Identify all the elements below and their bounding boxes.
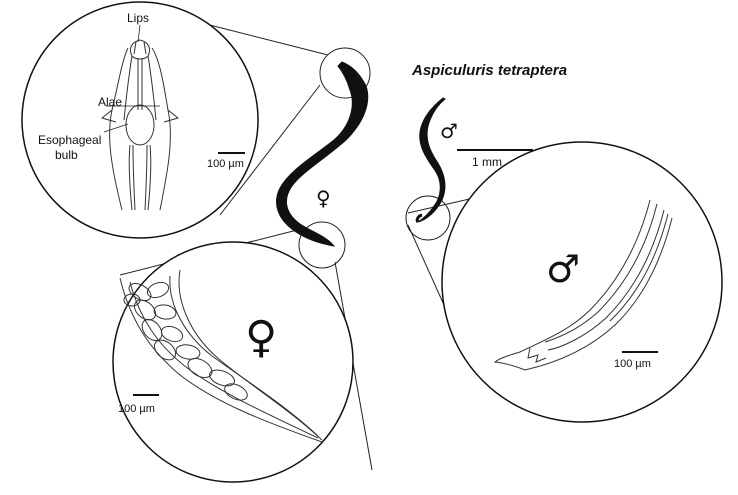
label-bulb: bulb	[55, 148, 78, 162]
label-lips: Lips	[127, 11, 149, 25]
species-title: Aspiculuris tetraptera	[411, 62, 567, 79]
female-symbol-small: ♀	[316, 186, 331, 210]
head-magnification: Lips Alae Esophageal bulb 100 µm	[22, 2, 258, 238]
label-esophageal: Esophageal	[38, 133, 101, 147]
female-tail-magnification: 100 µm ♀	[113, 242, 353, 482]
male-tail-magnification: ♂ 100 µm	[442, 142, 722, 422]
male-scale-bar-label: 100 µm	[614, 358, 651, 370]
male-worm	[418, 98, 445, 222]
male-symbol-small: ♂	[440, 119, 458, 143]
label-alae: Alae	[98, 95, 122, 109]
scale-bar-1mm-label: 1 mm	[472, 155, 502, 169]
male-symbol-large: ♂	[546, 247, 580, 291]
female-symbol-large: ♀	[245, 312, 277, 363]
female-worm	[277, 62, 368, 246]
female-scale-bar-label: 100 µm	[118, 403, 155, 415]
head-scale-bar-label: 100 µm	[207, 158, 244, 170]
male-tail-region-circle	[406, 196, 450, 240]
